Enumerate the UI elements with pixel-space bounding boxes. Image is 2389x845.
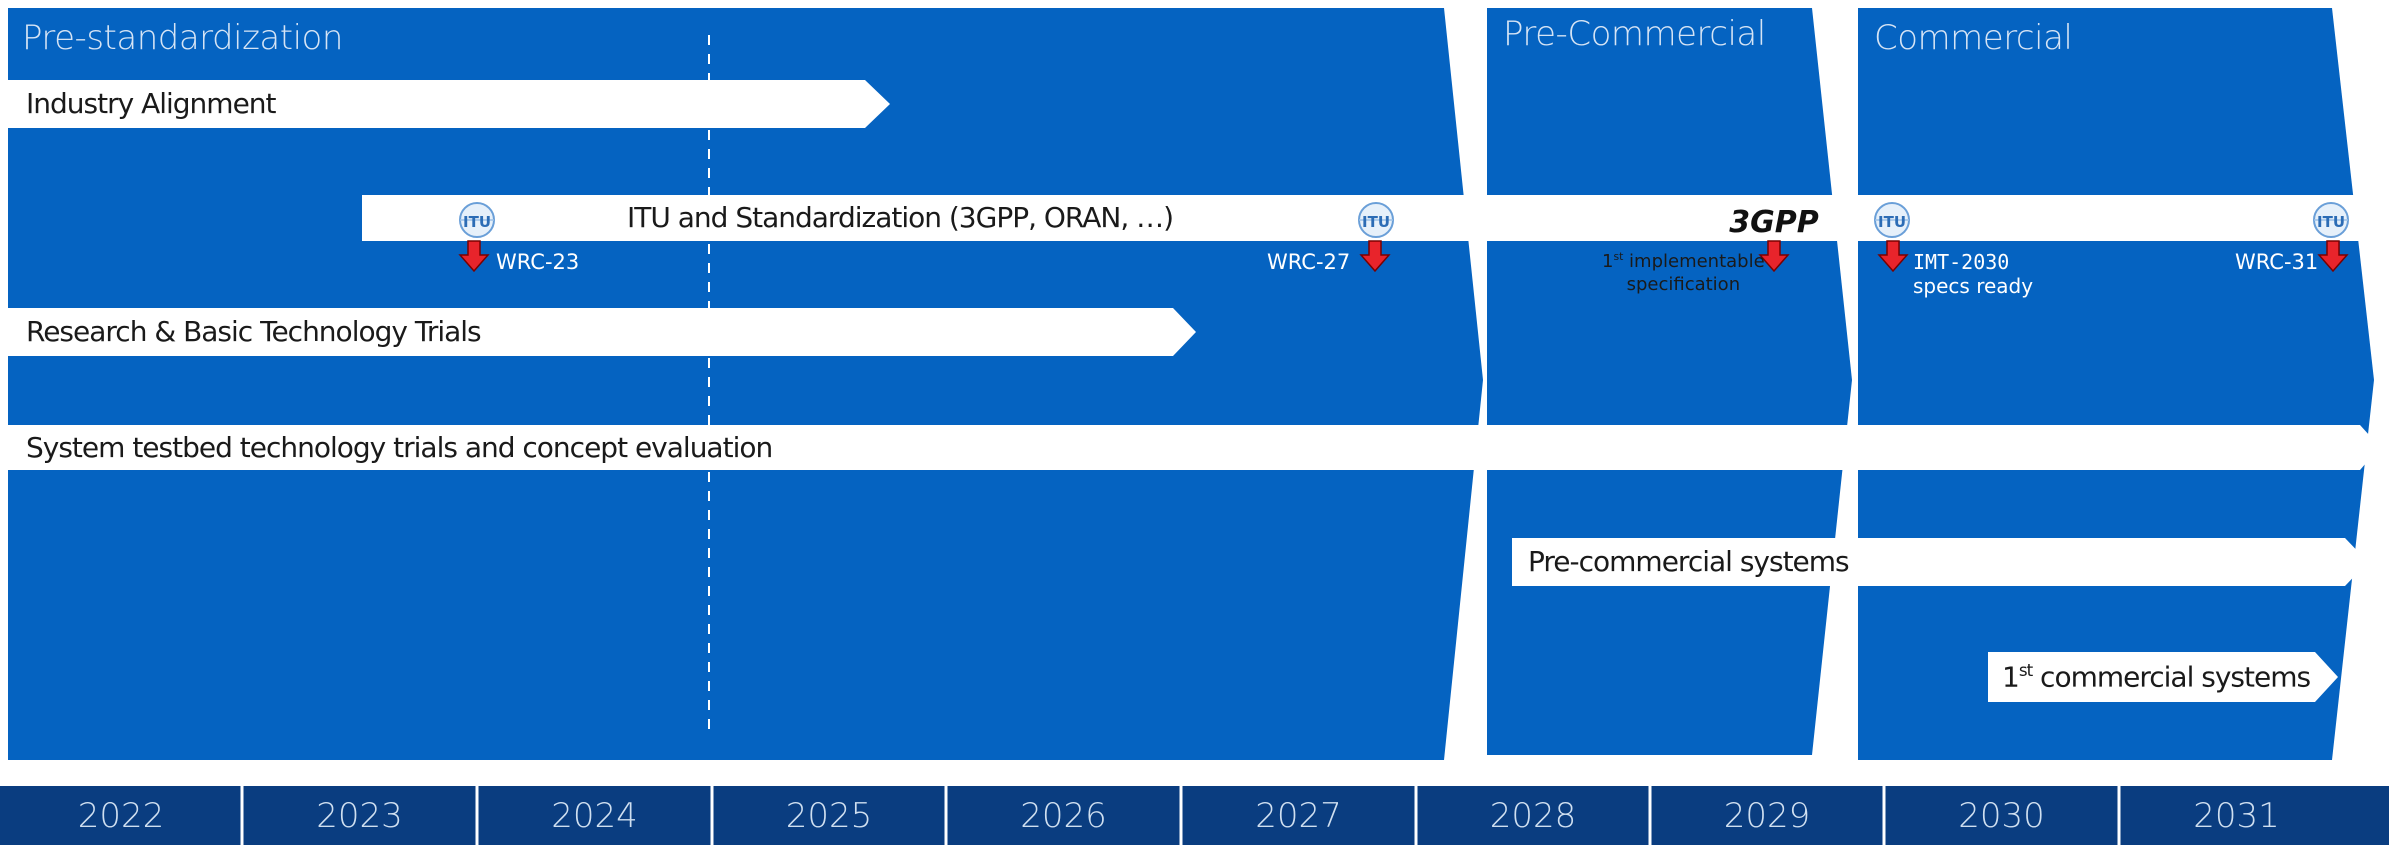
red-down-arrow-icon [2317,240,2349,273]
milestone-label-wrc23: WRC-23 [496,250,580,274]
svg-text:ITU: ITU [2317,213,2345,231]
phase-title-pre-standardization: Pre-standardization [22,18,343,58]
svg-text:3GPP: 3GPP [1729,205,1818,240]
bar-industry-alignment [8,80,890,128]
imt-line-2: specs ready [1913,274,2034,298]
itu-logo: ITU [1358,202,1394,238]
year-2028: 2028 [1489,795,1577,836]
year-2027: 2027 [1255,795,1342,836]
milestone-label-wrc27: WRC-27 [1267,250,1351,274]
itu-logo: ITU [1874,202,1910,238]
bar-research-trials [8,308,1196,356]
svg-text:ITU: ITU [463,213,491,231]
milestone-label-wrc31: WRC-31 [2235,250,2319,274]
bar-precommercial-systems [1512,538,2368,586]
bar-label-industry-alignment: Industry Alignment [26,87,277,120]
itu-logo: ITU [2313,202,2349,238]
timeline-band [0,786,2389,845]
red-down-arrow-icon [1877,240,1909,273]
red-down-arrow-icon [458,240,490,273]
milestone-label-specification: 1st implementable specification [1602,250,1765,296]
bar-system-testbed [8,425,2380,470]
red-down-arrow-icon [1359,240,1391,273]
bar-label-itu-standardization: ITU and Standardization (3GPP, ORAN, …) [627,201,1174,234]
year-2025: 2025 [785,795,873,836]
milestone-label-imt2030: IMT-2030 specs ready [1913,250,2033,298]
bar-label-research-trials: Research & Basic Technology Trials [26,315,482,348]
timeline-separators [240,786,2121,845]
year-2023: 2023 [316,795,403,836]
itu-logo: ITU [459,202,495,238]
year-2031: 2031 [2193,795,2280,836]
svg-text:ITU: ITU [1878,213,1906,231]
phase-title-commercial: Commercial [1874,18,2073,58]
year-2026: 2026 [1020,795,1107,836]
year-2022: 2022 [77,795,165,836]
bar-first-commercial-systems [1988,652,2338,702]
bar-label-precommercial-systems: Pre-commercial systems [1528,545,1850,578]
bar-label-system-testbed: System testbed technology trials and con… [26,431,773,464]
svg-text:ITU: ITU [1362,213,1390,231]
3gpp-logo: 3GPP [1729,205,1818,240]
spec-line-1: 1st implementable [1602,250,1765,272]
year-2029: 2029 [1723,795,1811,836]
spec-line-2: specification [1626,273,1741,295]
phase-pre-commercial-bg [1487,8,1852,755]
phase-commercial-bg [1858,8,2374,760]
bar-label-first-commercial-systems: 1st commercial systems [2002,660,2311,694]
year-2030: 2030 [1958,795,2045,836]
imt-line-1: IMT-2030 [1913,250,2010,274]
year-2024: 2024 [551,795,638,836]
red-down-arrow-icon [1758,240,1790,273]
phase-title-pre-commercial: Pre-Commercial [1503,14,1766,54]
